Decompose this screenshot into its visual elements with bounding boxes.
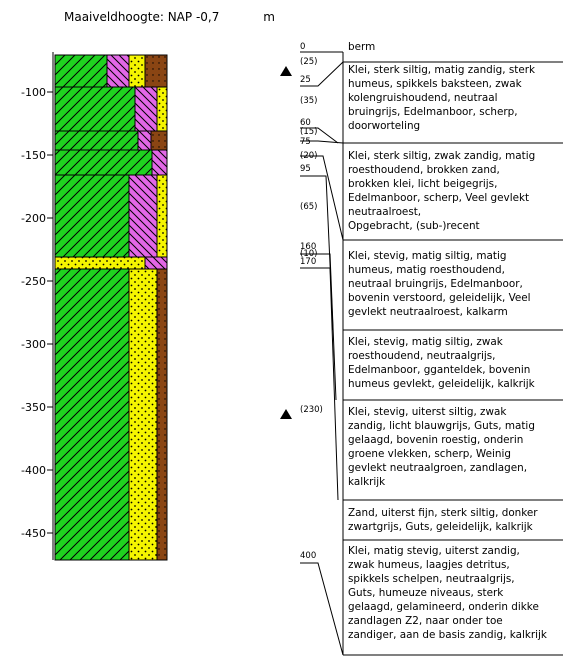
column-layer-3-peat xyxy=(151,131,167,150)
depth-label: 0 xyxy=(300,42,305,52)
column-layer-2-sand xyxy=(157,87,167,131)
layer-description-7: Zand, uiterst fijn, sterk siltig, donker… xyxy=(348,506,560,534)
column-layer-6-humus xyxy=(145,257,167,269)
water-level-triangle-icon xyxy=(280,409,292,419)
column-layer-2-humus xyxy=(135,87,157,131)
depth-label: 170 xyxy=(300,257,316,267)
depth-label: 75 xyxy=(300,137,311,147)
depth-label: (65) xyxy=(300,202,317,212)
column-layer-1-humus xyxy=(107,55,129,87)
layer-description-1: berm xyxy=(348,40,560,54)
depth-label: (25) xyxy=(300,57,317,67)
column-layer-1-sand xyxy=(129,55,145,87)
axis-tick-label: -150 xyxy=(21,149,46,162)
column-layer-1-clay xyxy=(55,55,107,87)
column-layer-7-peat xyxy=(157,269,167,560)
soil-column xyxy=(55,55,167,560)
axis-tick-label: -350 xyxy=(21,401,46,414)
column-layer-2-clay xyxy=(55,87,135,131)
column-layer-7-sand xyxy=(129,269,157,560)
column-layer-5-humus xyxy=(129,175,157,257)
water-level-triangle-icon xyxy=(280,66,292,76)
column-layer-6-sand xyxy=(55,257,145,269)
depth-axis-ticks: -100 -150 -200 -250 -300 -350 -400 -450 xyxy=(21,86,53,540)
layer-description-6: Klei, stevig, uiterst siltig, zwak zandi… xyxy=(348,405,560,489)
depth-label: (35) xyxy=(300,96,317,106)
column-layer-7-clay xyxy=(55,269,129,560)
axis-tick-label: -400 xyxy=(21,464,46,477)
axis-tick-label: -300 xyxy=(21,338,46,351)
column-layer-5-clay xyxy=(55,175,129,257)
depth-label: 95 xyxy=(300,164,311,174)
axis-tick-label: -250 xyxy=(21,275,46,288)
depth-label: 400 xyxy=(300,551,316,561)
layer-description-5: Klei, stevig, matig siltig, zwak roestho… xyxy=(348,335,560,391)
axis-tick-label: -200 xyxy=(21,212,46,225)
column-layer-4-humus xyxy=(152,150,167,175)
layer-description-4: Klei, stevig, matig siltig, matig humeus… xyxy=(348,249,560,319)
column-layer-3-clay xyxy=(55,131,138,150)
column-layer-1-peat xyxy=(145,55,167,87)
depth-label: (20) xyxy=(300,151,317,161)
depth-label: (230) xyxy=(300,405,323,415)
axis-tick-label: -450 xyxy=(21,527,46,540)
layer-description-8: Klei, matig stevig, uiterst zandig, zwak… xyxy=(348,544,560,642)
column-layer-5-sand xyxy=(157,175,167,257)
axis-tick-label: -100 xyxy=(21,86,46,99)
depth-label: 25 xyxy=(300,75,311,85)
column-layer-3-humus xyxy=(138,131,151,150)
layer-description-2: Klei, sterk siltig, matig zandig, sterk … xyxy=(348,63,560,133)
column-layer-4-clay xyxy=(55,150,152,175)
depth-label: (15) xyxy=(300,127,317,137)
layer-description-3: Klei, sterk siltig, zwak zandig, matig r… xyxy=(348,149,560,233)
